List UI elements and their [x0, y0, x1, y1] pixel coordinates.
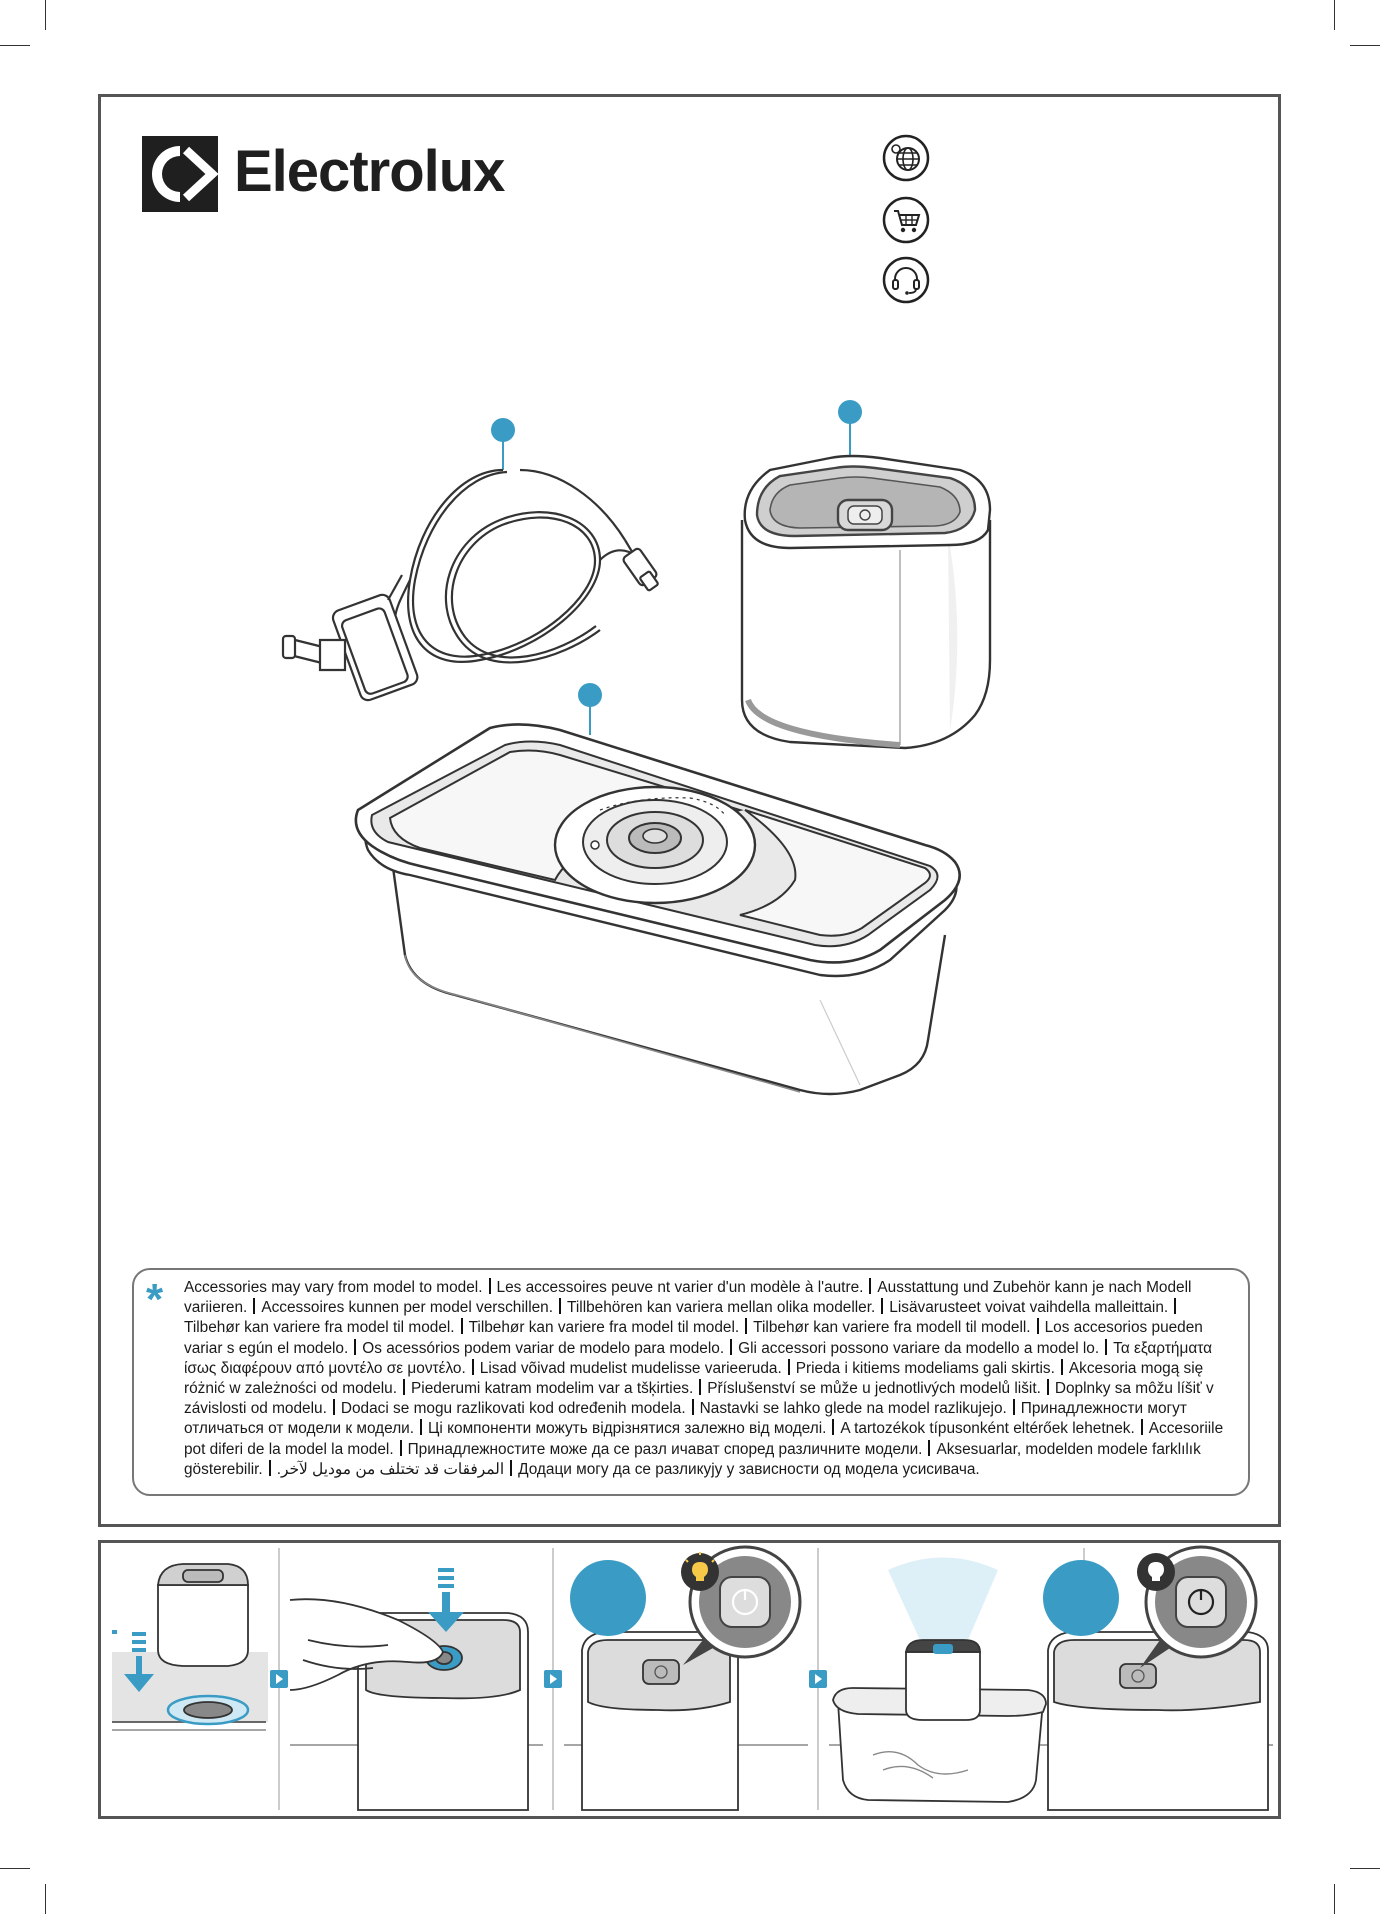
- electrolux-logo-icon: [142, 136, 219, 212]
- step-light-off: [1043, 1545, 1273, 1811]
- product-illustration: [281, 400, 992, 1096]
- note-segment: Accesoriile pot diferi de la model la mo…: [184, 1420, 1224, 1458]
- shopping-cart-icon[interactable]: [882, 196, 930, 244]
- note-segment: Принадлежностите може да се разл ичават …: [407, 1440, 923, 1458]
- headset-support-icon[interactable]: [882, 256, 930, 304]
- note-segment: Nastavki se lahko glede na model razliku…: [699, 1400, 1007, 1418]
- note-segment: Lisad võivad mudelist mudelisse varieeru…: [479, 1359, 782, 1377]
- note-segment: A tartozékok típusonként eltérőek lehetn…: [840, 1420, 1135, 1438]
- note-segment: Tillbehören kan variera mellan olika mod…: [567, 1299, 876, 1317]
- note-segment: Los accesorios pueden variar s egún el m…: [184, 1319, 1203, 1357]
- note-segment: Prieda i kitiems modeliams gali skirtis.: [795, 1359, 1055, 1377]
- note-segment: Tilbehør kan variere fra model til model…: [468, 1319, 740, 1337]
- usb-charger-cable: [281, 440, 659, 702]
- part-marker: [838, 400, 862, 424]
- note-segment: Tilbehør kan variere fra model til model…: [184, 1319, 455, 1337]
- steps-strip: [112, 1545, 1273, 1811]
- note-segment: Os acessórios podem variar de modelo par…: [362, 1339, 725, 1357]
- crop-mark: [1350, 45, 1380, 46]
- crop-mark: [1350, 1868, 1380, 1869]
- part-marker: [578, 683, 602, 707]
- crop-mark: [0, 45, 30, 46]
- step-vacuum-running: [829, 1557, 1074, 1803]
- note-segment: Akcesoria mogą się różnić w zależności o…: [184, 1359, 1204, 1398]
- note-segment: Τα εξαρτήματα ίσως διαφέρουν από μοντέλο…: [184, 1339, 1212, 1377]
- note-segment: Ausstattung und Zubehör kann je nach Mod…: [184, 1279, 1192, 1317]
- note-segment: Принадлежности могут отличаться от модел…: [184, 1400, 1187, 1438]
- step-press-power-button: [289, 1568, 543, 1811]
- part-marker: [491, 418, 515, 442]
- crop-mark: [45, 1884, 46, 1914]
- accessories-note-box: [132, 1268, 1250, 1496]
- note-segment: Accessoires kunnen per model verschillen…: [261, 1299, 554, 1317]
- note-segment: Tilbehør kan variere fra modell til mode…: [753, 1319, 1031, 1337]
- note-segment: Aksesuarlar, modelden modele farklılık g…: [184, 1440, 1201, 1478]
- crop-mark: [45, 0, 46, 30]
- vacuum-pump-unit: [740, 422, 992, 750]
- step-light-on: [564, 1545, 808, 1811]
- note-segment: Gli accessori possono variare da modello…: [738, 1339, 1100, 1357]
- step-place-pump-on-container: [112, 1563, 268, 1731]
- globe-www-icon[interactable]: [882, 134, 930, 182]
- crop-mark: [1334, 1884, 1335, 1914]
- accessories-note-text: Accessories may vary from model to model…: [184, 1278, 1234, 1480]
- steps-frame: [98, 1540, 1281, 1819]
- brand-name: Electrolux: [234, 139, 505, 204]
- note-segment: Příslušenství se může u jednotlivých mod…: [707, 1380, 1041, 1398]
- crop-mark: [1334, 0, 1335, 30]
- note-segment: المرفقات قد تختلف من موديل لآخر.: [276, 1460, 505, 1478]
- note-segment: Les accessoires peuve nt varier d'un mod…: [496, 1279, 864, 1296]
- vacuum-container: [354, 706, 961, 1096]
- main-frame: [98, 94, 1281, 1527]
- crop-mark: [0, 1868, 30, 1869]
- note-segment: Piederumi katram modelim var a tšķirties…: [411, 1380, 694, 1398]
- note-segment: Lisävarusteet voivat vaihdella malleitta…: [889, 1299, 1169, 1317]
- note-segment: Doplnky sa môžu líšiť v závislosti od mo…: [184, 1380, 1214, 1418]
- asterisk-marker: *: [146, 1275, 164, 1324]
- note-segment: Accessories may vary from model to model…: [184, 1279, 483, 1296]
- note-segment: Ці компоненти можуть відрізнятися залежн…: [428, 1420, 827, 1438]
- note-segment: Dodaci se mogu razlikovati kod određenih…: [340, 1400, 686, 1418]
- note-segment: Додаци могу да се разликују у зависности…: [518, 1460, 980, 1478]
